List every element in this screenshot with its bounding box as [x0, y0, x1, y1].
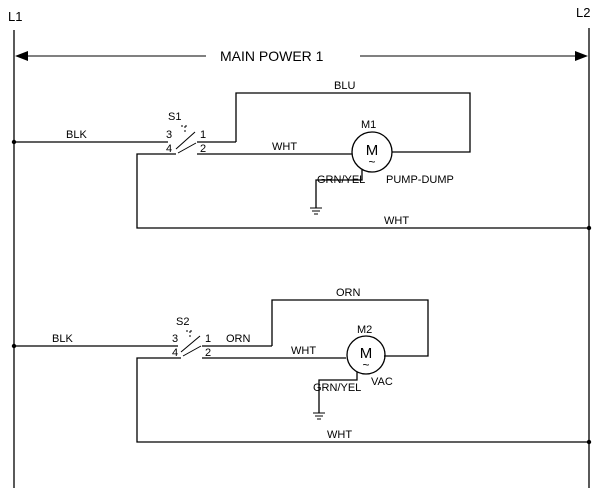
- junction-dot: [586, 225, 592, 231]
- switch-pin-1: 1: [205, 333, 211, 345]
- right-arrowhead: [575, 51, 588, 61]
- wire-label-orn: ORN: [336, 287, 361, 299]
- wire-orn: [271, 299, 429, 357]
- switch-pin-4: 4: [172, 347, 178, 359]
- wire-label-blk: BLK: [52, 333, 73, 345]
- motor-circle: [351, 131, 393, 173]
- ac-symbol: ~: [368, 155, 375, 169]
- main-power-title: MAIN POWER 1: [220, 48, 324, 64]
- wire-label-wht-feed: WHT: [272, 141, 297, 153]
- motor-label: M1: [361, 119, 376, 131]
- wire-label-wht-return: WHT: [327, 429, 352, 441]
- wire-label-orn-out: ORN: [226, 333, 251, 345]
- switch-label: S1: [168, 111, 181, 123]
- switch-s2: S2 3 1 4 2: [172, 316, 272, 359]
- rail-label-l1: L1: [8, 9, 22, 24]
- ground-icon: [310, 207, 322, 215]
- wire-grn-yel: [315, 170, 363, 208]
- wire-wht-return-1: [136, 153, 589, 229]
- junction-dot: [586, 439, 592, 445]
- ac-symbol: ~: [362, 358, 369, 372]
- circuit-1: BLK S1 3 1 4 2 BLU WHT M1 M ~ PUMP-DUMP: [11, 80, 592, 231]
- motor-m1: M1 M ~ PUMP-DUMP: [351, 119, 454, 186]
- motor-label: M2: [357, 324, 372, 336]
- motor-description: VAC: [371, 376, 393, 388]
- motor-m2: M2 M ~ VAC: [346, 324, 393, 388]
- wire-label-blu: BLU: [334, 80, 355, 92]
- wire-label-ground: GRN/YEL: [317, 174, 365, 186]
- wire-label-wht-feed: WHT: [291, 345, 316, 357]
- left-arrowhead: [15, 51, 28, 61]
- circuit-2: BLK S2 3 1 4 2 ORN ORN WHT M2 M ~ VAC: [11, 287, 592, 445]
- main-power-dimension-line: [15, 51, 588, 61]
- wire-label-ground: GRN/YEL: [313, 382, 361, 394]
- motor-circle: [346, 335, 386, 375]
- switch-pin-3: 3: [172, 333, 178, 345]
- switch-pin-3: 3: [166, 129, 172, 141]
- switch-pin-4: 4: [166, 143, 172, 155]
- switch-pin-2: 2: [200, 143, 206, 155]
- switch-pin-2: 2: [205, 347, 211, 359]
- wire-grn-yel: [318, 372, 358, 413]
- ground-icon: [313, 412, 325, 420]
- wire-wht-return-2: [136, 357, 589, 443]
- motor-description: PUMP-DUMP: [386, 174, 454, 186]
- motor-symbol: M: [360, 345, 373, 362]
- switch-pin-1: 1: [200, 129, 206, 141]
- motor-symbol: M: [366, 142, 379, 159]
- wire-label-blk: BLK: [66, 129, 87, 141]
- switch-s1: S1 3 1 4 2: [166, 111, 236, 155]
- rail-label-l2: L2: [576, 5, 590, 20]
- switch-label: S2: [176, 316, 189, 328]
- wire-blu: [235, 92, 471, 153]
- wire-label-wht-return: WHT: [384, 215, 409, 227]
